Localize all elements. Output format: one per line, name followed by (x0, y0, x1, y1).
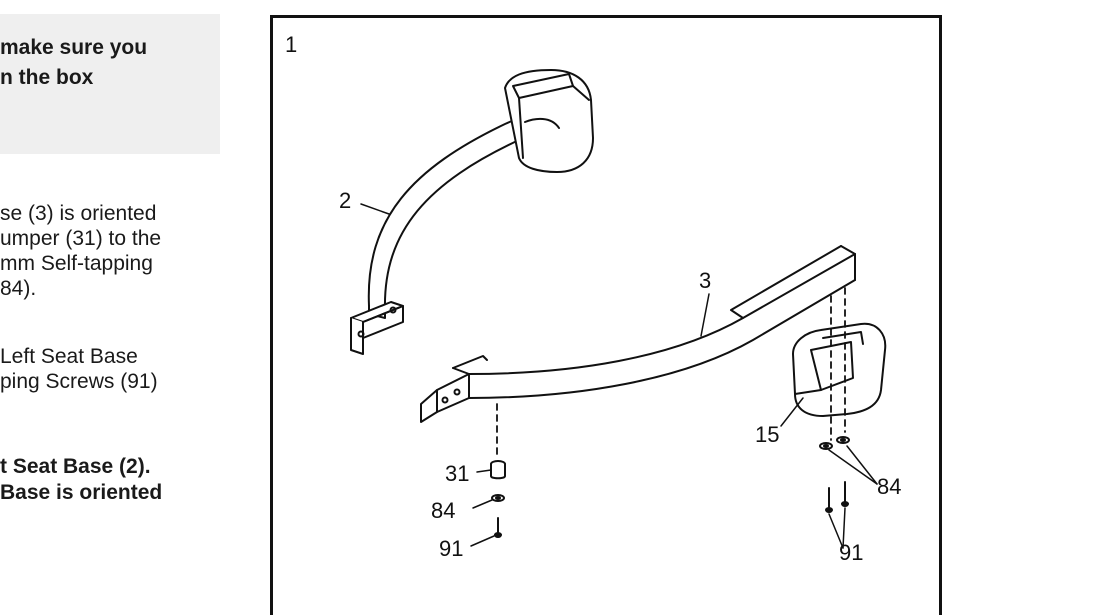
washer-right-part (819, 436, 850, 450)
right-seat-base-part (420, 245, 856, 423)
notice-line-2: n the box (0, 66, 94, 89)
paragraph-1-line-4: 84). (0, 277, 37, 300)
screw-left-part (494, 517, 502, 538)
callout-left-seat-base: 2 (339, 188, 351, 213)
washer-left-part (491, 494, 505, 502)
bumper-part (490, 460, 506, 480)
paragraph-3-line-2: Base is oriented (0, 481, 163, 504)
callout-end-cap: 15 (755, 422, 779, 447)
callout-washer-right: 84 (877, 474, 901, 499)
notice-line-1: make sure you (0, 36, 148, 59)
assembly-figure: 1 2 3 15 31 84 91 84 91 (270, 15, 942, 615)
paragraph-1-line-1: se (3) is oriented (0, 202, 157, 225)
paragraph-3-line-1: t Seat Base (2). (0, 455, 151, 478)
left-seat-base-part (350, 69, 594, 355)
end-cap-part (792, 322, 887, 417)
callout-screw-right: 91 (839, 540, 863, 565)
paragraph-2-line-1: Left Seat Base (0, 345, 138, 368)
step-number-label: 1 (285, 32, 297, 57)
callout-bumper: 31 (445, 461, 469, 486)
paragraph-1-line-3: mm Self-tapping (0, 252, 153, 275)
screw-right-part (825, 481, 849, 513)
paragraph-2-line-2: ping Screws (91) (0, 370, 158, 393)
callout-right-seat-base: 3 (699, 268, 711, 293)
assembly-diagram: 1 2 3 15 31 84 91 84 91 (285, 32, 901, 565)
paragraph-1-line-2: umper (31) to the (0, 227, 162, 250)
callout-screw-left: 91 (439, 536, 463, 561)
notice-box: make sure you n the box (0, 14, 220, 154)
callout-washer-left: 84 (431, 498, 455, 523)
